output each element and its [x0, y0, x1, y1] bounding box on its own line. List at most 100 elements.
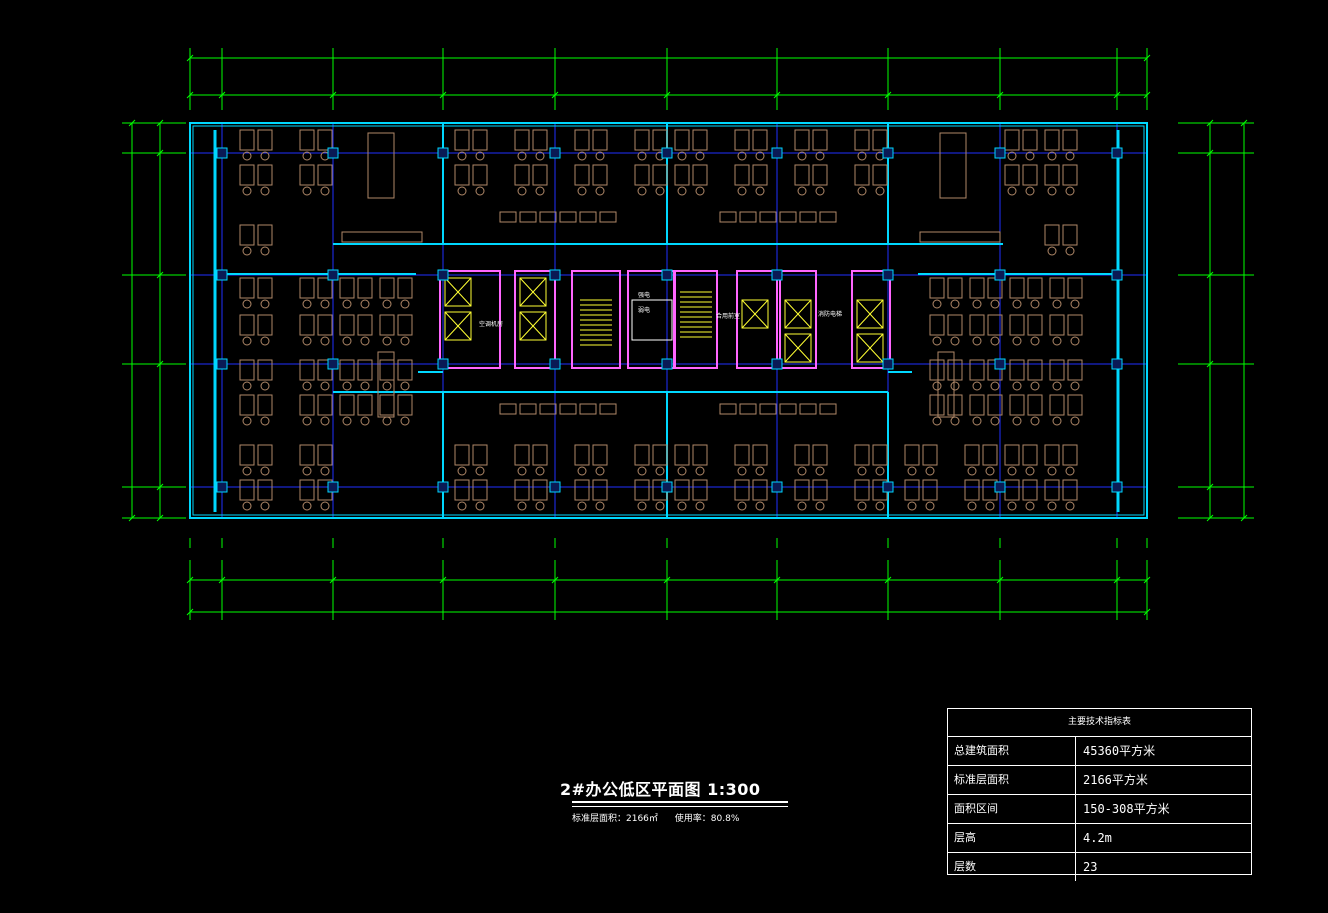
- chair: [857, 466, 867, 476]
- stair-block: [674, 270, 718, 369]
- chair: [815, 151, 825, 161]
- desk: [317, 129, 333, 151]
- desk: [1049, 314, 1065, 336]
- sofa: [341, 231, 423, 243]
- chair: [737, 466, 747, 476]
- desk: [357, 359, 373, 381]
- desk: [1044, 224, 1060, 246]
- desk: [1004, 129, 1020, 151]
- building-core: [439, 270, 891, 369]
- structural-column: [882, 358, 894, 370]
- structural-column: [771, 481, 783, 493]
- chair: [577, 501, 587, 511]
- desk: [1027, 394, 1043, 416]
- desk: [752, 164, 768, 186]
- chair: [242, 299, 252, 309]
- desk: [922, 479, 938, 501]
- chair: [260, 381, 270, 391]
- desk: [904, 479, 920, 501]
- chair: [1007, 151, 1017, 161]
- structural-column: [661, 269, 673, 281]
- desk: [872, 129, 888, 151]
- chair: [302, 416, 312, 426]
- structural-column: [437, 358, 449, 370]
- desk: [514, 129, 530, 151]
- elevator-cross: [784, 299, 812, 329]
- row-label: 标准层面积: [948, 766, 1076, 794]
- chair: [1012, 299, 1022, 309]
- desk: [752, 129, 768, 151]
- chair: [1012, 381, 1022, 391]
- desk: [257, 224, 273, 246]
- elevator-cross: [444, 277, 472, 307]
- desk: [532, 479, 548, 501]
- desk: [472, 129, 488, 151]
- row-label: 总建筑面积: [948, 737, 1076, 765]
- desk: [794, 444, 810, 466]
- desk: [854, 479, 870, 501]
- chair: [990, 299, 1000, 309]
- desk: [239, 479, 255, 501]
- chair: [517, 186, 527, 196]
- chair: [242, 336, 252, 346]
- desk: [1067, 359, 1083, 381]
- chair: [260, 186, 270, 196]
- meeting-seat: [499, 403, 517, 415]
- desk: [1062, 224, 1078, 246]
- desk: [634, 129, 650, 151]
- chair: [382, 381, 392, 391]
- row-label: 层高: [948, 824, 1076, 852]
- reception-counter: [937, 351, 955, 418]
- desk: [1004, 479, 1020, 501]
- chair: [382, 299, 392, 309]
- desk: [472, 479, 488, 501]
- desk: [904, 444, 920, 466]
- chair: [1007, 186, 1017, 196]
- desk: [317, 394, 333, 416]
- chair: [302, 466, 312, 476]
- desk: [454, 129, 470, 151]
- chair: [1047, 466, 1057, 476]
- desk: [969, 359, 985, 381]
- desk: [674, 129, 690, 151]
- desk: [1067, 277, 1083, 299]
- chair: [517, 501, 527, 511]
- desk: [929, 359, 945, 381]
- desk: [257, 479, 273, 501]
- desk: [239, 277, 255, 299]
- conference-table: [367, 132, 395, 199]
- chair: [475, 466, 485, 476]
- desk: [634, 479, 650, 501]
- desk: [532, 164, 548, 186]
- desk: [532, 444, 548, 466]
- chair: [595, 186, 605, 196]
- desk: [752, 444, 768, 466]
- room-label: 弱电: [638, 306, 650, 314]
- desk: [239, 164, 255, 186]
- chair: [637, 501, 647, 511]
- row-label: 层数: [948, 853, 1076, 881]
- chair: [755, 151, 765, 161]
- meeting-seat: [599, 403, 617, 415]
- desk: [454, 479, 470, 501]
- chair: [737, 501, 747, 511]
- desk: [1049, 394, 1065, 416]
- axis-grid: [190, 123, 1147, 518]
- desk: [514, 164, 530, 186]
- desk: [1044, 164, 1060, 186]
- chair: [857, 501, 867, 511]
- desk: [969, 394, 985, 416]
- elevator-car: [784, 299, 812, 329]
- desk: [357, 314, 373, 336]
- structural-column: [1111, 269, 1123, 281]
- structural-column: [437, 481, 449, 493]
- structural-column: [549, 147, 561, 159]
- desk: [922, 444, 938, 466]
- structural-column: [1111, 147, 1123, 159]
- subtitle-area: 标准层面积：2166㎡: [572, 814, 658, 824]
- chair: [342, 299, 352, 309]
- chair: [242, 416, 252, 426]
- chair: [797, 466, 807, 476]
- chair: [815, 186, 825, 196]
- desk: [1022, 164, 1038, 186]
